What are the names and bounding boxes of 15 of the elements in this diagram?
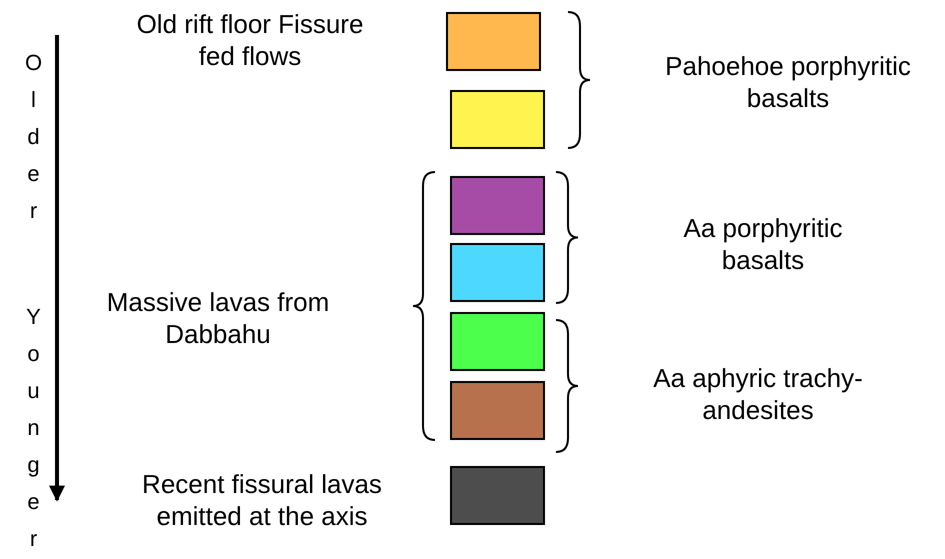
unit-label: Recent fissural lavas emitted at the axis <box>141 468 383 532</box>
unit-label: Old rift floor Fissure fed flows <box>136 8 364 72</box>
color-swatch <box>450 90 545 149</box>
unit-label: Aa porphyritic basalts <box>682 212 844 276</box>
color-swatch <box>450 312 545 371</box>
unit-label: Massive lavas from Dabbahu <box>106 286 330 350</box>
color-swatch <box>450 243 545 302</box>
color-swatch <box>450 381 545 440</box>
axis-label: Older <box>22 50 44 235</box>
color-swatch <box>450 176 545 235</box>
unit-label: Aa aphyric trachy-andesites <box>653 362 863 426</box>
unit-label: Pahoehoe porphyritic basalts <box>664 50 912 114</box>
color-swatch <box>450 466 545 525</box>
color-swatch <box>446 12 541 71</box>
axis-label: Younger <box>22 304 44 559</box>
